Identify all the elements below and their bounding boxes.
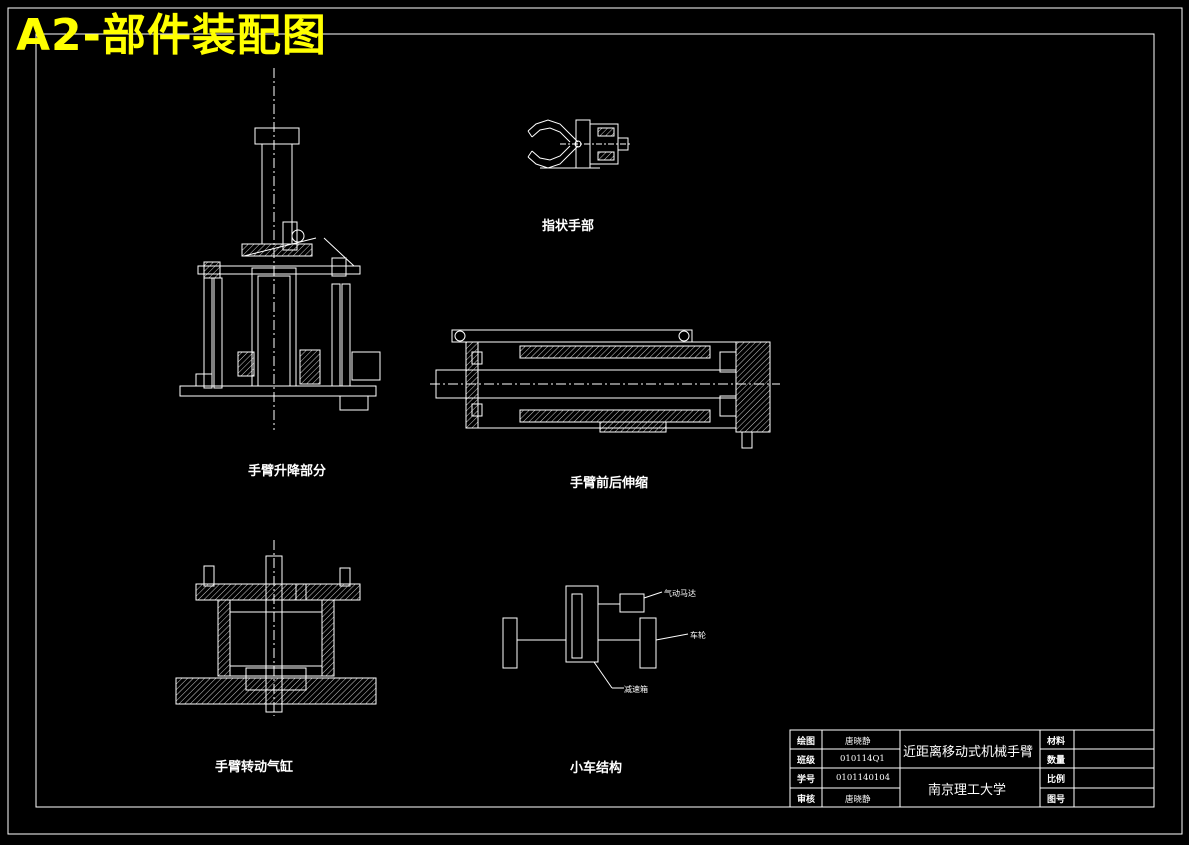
tb-review-label: 审核 — [797, 795, 816, 805]
tb-quantity-label: 数量 — [1047, 756, 1066, 766]
caption-arm-extend: 手臂前后伸缩 — [570, 476, 649, 491]
arm-lift-drawing — [179, 68, 381, 430]
caption-finger-hand: 指状手部 — [542, 219, 595, 234]
tb-drawn-label: 绘图 — [797, 737, 816, 747]
callout-wheel: 车轮 — [690, 631, 706, 640]
tb-class-value: 010114Q1 — [840, 754, 885, 764]
caption-arm-lift: 手臂升降部分 — [248, 464, 327, 479]
callout-motor: 气动马达 — [664, 589, 696, 598]
arm-extend-drawing — [430, 329, 780, 449]
finger-hand-drawing — [527, 119, 632, 169]
tb-project-name: 近距离移动式机械手臂 — [903, 745, 1034, 760]
tb-id-value: 0101140104 — [836, 773, 891, 783]
tb-drawing-no-label: 图号 — [1047, 795, 1066, 805]
tb-material-label: 材料 — [1047, 737, 1066, 747]
sheet-title: A2-部件装配图 — [16, 10, 327, 61]
arm-rotate-drawing — [175, 540, 377, 716]
inner-border — [35, 33, 1155, 808]
tb-school: 南京理工大学 — [928, 783, 1007, 798]
caption-cart: 小车结构 — [570, 761, 623, 776]
tb-id-label: 学号 — [797, 775, 816, 785]
cart-drawing — [502, 585, 689, 689]
caption-arm-rotate: 手臂转动气缸 — [215, 760, 294, 775]
callout-reducer: 减速箱 — [624, 685, 648, 694]
tb-scale-label: 比例 — [1047, 775, 1066, 785]
title-block-grid — [789, 729, 1155, 808]
outer-border — [7, 7, 1183, 835]
tb-drawn-value: 唐晓静 — [845, 737, 871, 747]
tb-review-value: 唐晓静 — [845, 795, 871, 805]
tb-class-label: 班级 — [797, 756, 816, 766]
